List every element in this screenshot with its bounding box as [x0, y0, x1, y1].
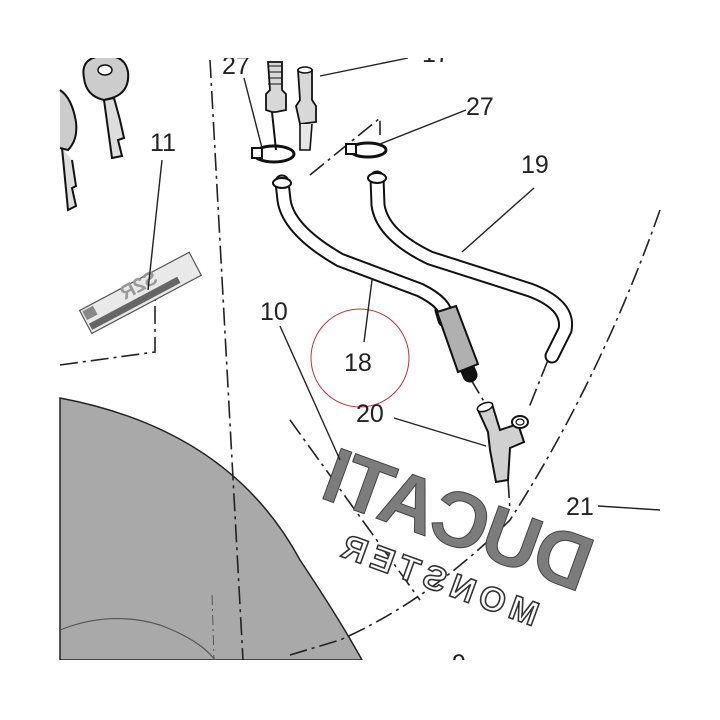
top-margin [0, 0, 720, 58]
callout-27-right: 27 [466, 93, 494, 121]
fuel-tank [59, 397, 364, 661]
bottom-margin [0, 660, 720, 720]
assembly-line-hose19 [527, 359, 549, 411]
hose-clamp-left [251, 144, 296, 164]
assembly-lines [59, 59, 661, 661]
callout-21: 21 [566, 493, 594, 521]
callout-numbers: 27 17 27 11 19 10 18 20 21 9 [150, 40, 594, 678]
keys-icon [59, 54, 130, 212]
ducati-monster-decal: DUCATI MONSTER [314, 430, 605, 634]
callout-20: 20 [356, 400, 384, 428]
assembly-line-badge [59, 300, 156, 366]
assembly-line-decal [289, 419, 421, 601]
assembly-line-right [289, 209, 661, 656]
fitting-17 [265, 61, 317, 151]
s2r-badge: S2R [78, 251, 203, 335]
hose-19 [367, 170, 574, 364]
assembly-line-left [209, 59, 244, 661]
y-fitting-20 [476, 401, 529, 484]
hose-clamp-right [345, 141, 388, 159]
callout-19: 19 [521, 151, 549, 179]
assembly-line-fitting [507, 479, 511, 511]
callout-18: 18 [344, 349, 372, 377]
callout-11: 11 [150, 129, 176, 157]
assembly-line-clamp [309, 116, 381, 176]
callout-10: 10 [260, 298, 288, 326]
hose-18 [272, 174, 480, 383]
highlight-circle [310, 308, 410, 408]
leader-lines [147, 57, 661, 511]
